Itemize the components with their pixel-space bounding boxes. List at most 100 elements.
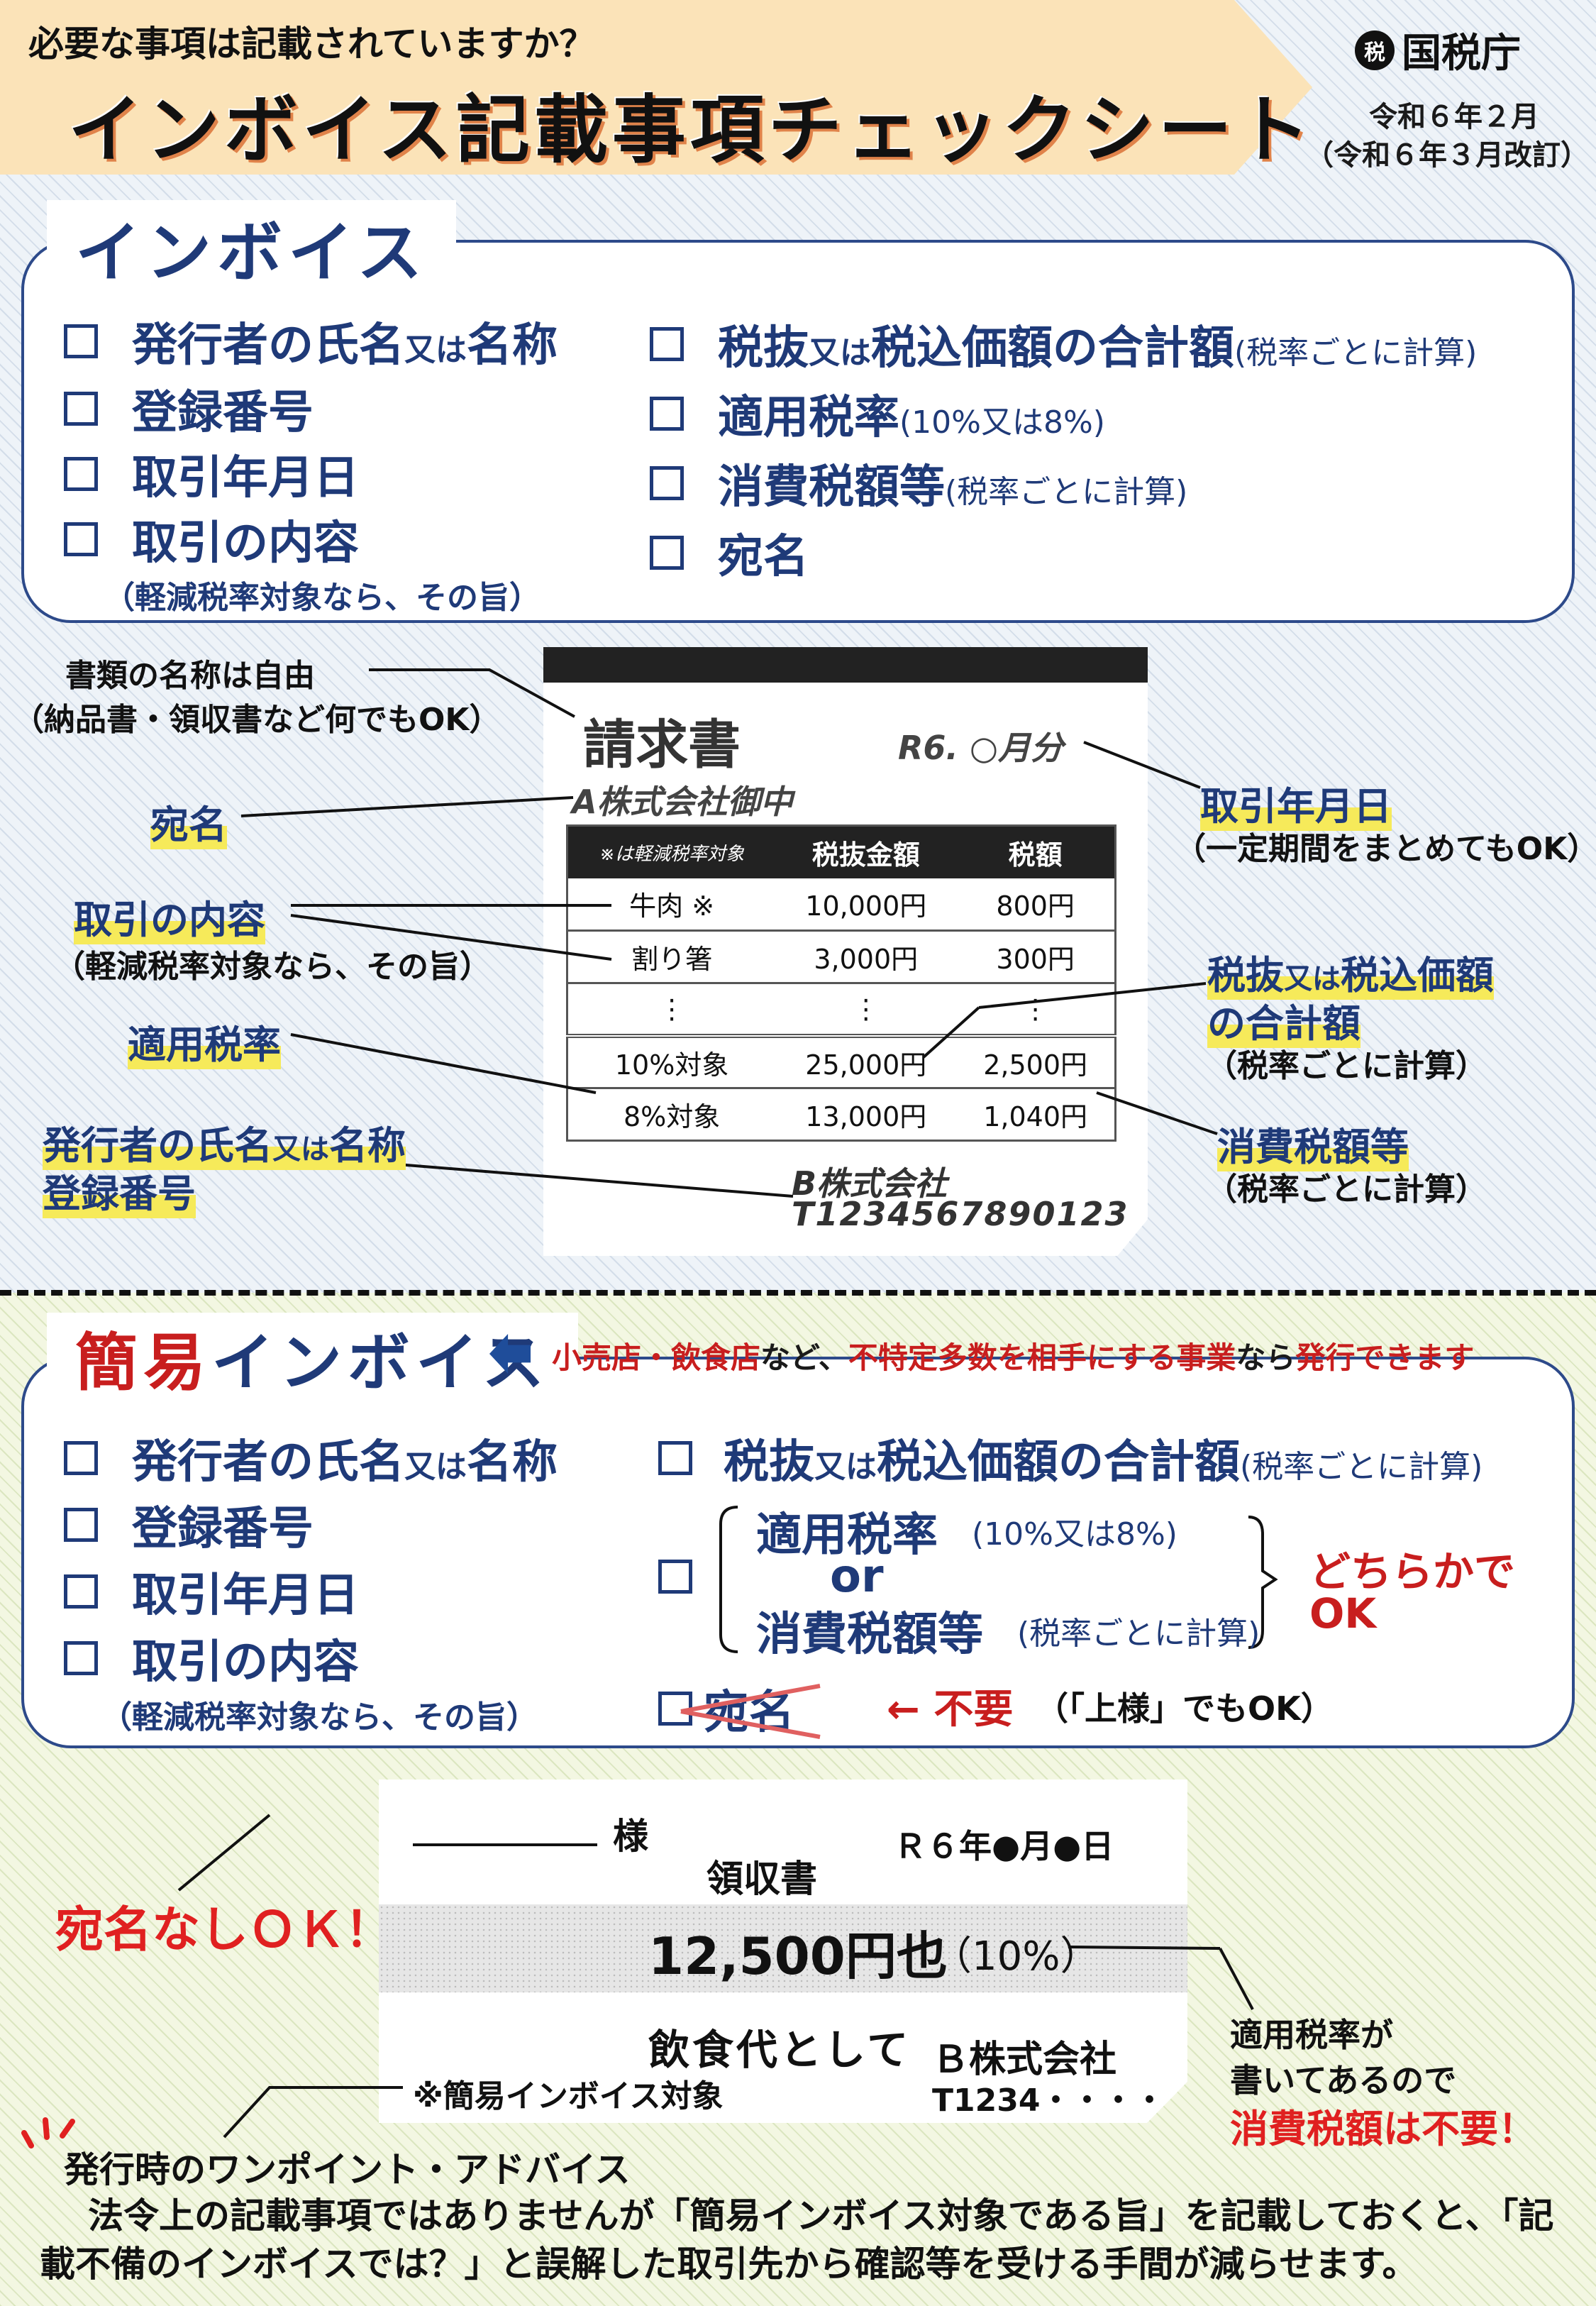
table-cell: 10%対象 <box>567 1035 776 1089</box>
unneeded-label: ← 不要 <box>887 1687 1014 1733</box>
invoice-table: ※は軽減税率対象 税抜金額 税額 牛肉 ※ 10,000円 800円 割り箸 3… <box>566 824 1116 1142</box>
simple-check-item-rate-or-tax[interactable] <box>658 1560 692 1596</box>
check-item-total[interactable]: 税抜又は税込価額の合計額(税率ごとに計算) <box>650 309 1477 379</box>
revision-date: （令和６年３月改訂） <box>1305 139 1589 172</box>
check-item-content[interactable]: 取引の内容 <box>64 1625 558 1692</box>
either-ok-line1: どちらかで <box>1309 1548 1516 1596</box>
checkbox-icon[interactable] <box>658 1560 692 1594</box>
invoice-checklist-panel <box>21 240 1575 623</box>
checkbox-icon[interactable] <box>64 392 98 426</box>
header-banner <box>0 0 1312 175</box>
agency-logo: 税 国税庁 <box>1355 21 1521 79</box>
receipt-issuer: Ｂ株式会社 <box>932 2039 1117 2081</box>
table-cell: 800円 <box>956 878 1116 932</box>
check-item-date[interactable]: 取引年月日 <box>64 1558 558 1625</box>
check-item-issuer[interactable]: 発行者の氏名又は名称 <box>64 307 558 376</box>
simple-tax-option: 消費税額等(税率ごとに計算) <box>756 1609 1260 1661</box>
header-question: 必要な事項は記載されていますか？ <box>28 23 595 65</box>
rate-written-line2: 書いてあるので <box>1230 2061 1457 2100</box>
unneeded-note: （「上様」でもOK） <box>1036 1689 1334 1728</box>
receipt-sama: 様 <box>613 1816 648 1857</box>
annotation-date: 取引年月日 <box>1200 775 1392 831</box>
checkbox-icon[interactable] <box>650 397 684 431</box>
checkbox-icon[interactable] <box>650 536 684 570</box>
receipt-regno: T1234・・・・・・ <box>932 2082 1228 2119</box>
issue-date: 令和６年２月 <box>1369 101 1539 133</box>
document-registration-number: T1234567890123 <box>792 1195 1129 1233</box>
check-item-addressee[interactable]: 宛名 <box>650 518 1477 587</box>
document-addressee: A株式会社御中 <box>572 783 793 821</box>
agency-emblem-icon: 税 <box>1355 30 1395 70</box>
check-item-regno[interactable]: 登録番号 <box>64 376 558 441</box>
table-cell: ⋮ <box>956 983 1116 1038</box>
document-title: 請求書 <box>583 715 741 776</box>
leader-rate <box>1068 1946 1221 1950</box>
annotation-total-note: （税率ごとに計算） <box>1206 1048 1487 1084</box>
check-item-regno[interactable]: 登録番号 <box>64 1491 558 1558</box>
checkbox-icon[interactable] <box>64 324 98 358</box>
checkbox-icon[interactable] <box>650 466 684 500</box>
table-cell: ⋮ <box>775 983 957 1038</box>
leader-date <box>1083 741 1201 789</box>
leader-no-addressee <box>177 1814 271 1892</box>
table-row: 8%対象 13,000円 1,040円 <box>567 1088 1116 1142</box>
annotation-tax: 消費税額等 <box>1217 1115 1409 1171</box>
emphasis-icon <box>21 2117 75 2148</box>
checkbox-icon[interactable] <box>658 1441 692 1475</box>
leader-rate-2 <box>1219 1948 1254 2010</box>
table-row: ⋮ ⋮ ⋮ <box>567 983 1116 1038</box>
annotation-doc-name: 書類の名称は自由 <box>65 658 315 694</box>
advice-title: 発行時のワンポイント・アドバイス <box>64 2149 631 2190</box>
check-item-tax[interactable]: 消費税額等(税率ごとに計算) <box>650 448 1477 518</box>
table-row: 割り箸 3,000円 300円 <box>567 930 1116 984</box>
checkbox-icon[interactable] <box>64 1508 98 1542</box>
check-item-rate[interactable]: 適用税率(10%又は8%) <box>650 379 1477 448</box>
amount-band <box>379 1904 1187 1992</box>
leader-doc-name <box>369 668 575 718</box>
either-ok-line2: OK <box>1309 1589 1377 1638</box>
simple-invoice-note: 小売店・飲食店など、不特定多数を相手にする事業なら発行できます <box>552 1340 1475 1375</box>
annotation-issuer: 発行者の氏名又は名称 <box>43 1114 406 1170</box>
table-row: 10%対象 25,000円 2,500円 <box>567 1035 1116 1089</box>
receipt-rate: （10%） <box>932 1933 1100 1980</box>
annotation-doc-name-note: （納品書・領収書など何でもOK） <box>13 702 501 738</box>
checkbox-icon[interactable] <box>64 457 98 491</box>
check-item-content[interactable]: 取引の内容 <box>64 507 558 572</box>
tax-unneeded-callout: 消費税額は不要！ <box>1230 2107 1536 2151</box>
annotation-content-note: （軽減税率対象なら、その旨） <box>54 949 491 985</box>
brackets <box>719 1506 1278 1653</box>
document-top-bar <box>543 647 1148 683</box>
rate-written-line1: 適用税率が <box>1230 2016 1393 2054</box>
no-addressee-ok-callout: 宛名なしＯＫ！ <box>55 1902 394 1958</box>
leader-total-1 <box>978 982 1207 1009</box>
invoice-sample-document: 請求書 R6. ○月分 A株式会社御中 ※は軽減税率対象 税抜金額 税額 牛肉 … <box>543 647 1148 1256</box>
checkbox-icon[interactable] <box>64 522 98 556</box>
page-title: インボイス記載事項チェックシート <box>68 87 1314 173</box>
invoice-section-title: インボイス <box>47 200 457 294</box>
table-cell: 13,000円 <box>775 1088 957 1142</box>
annotation-total-2: の合計額 <box>1207 992 1361 1048</box>
annotation-addressee: 宛名 <box>150 793 227 849</box>
simple-checklist-left: 発行者の氏名又は名称 登録番号 取引年月日 取引の内容 （軽減税率対象なら、その… <box>64 1425 558 1737</box>
receipt-date: Ｒ６年●月●日 <box>894 1827 1114 1865</box>
table-cell: 3,000円 <box>775 930 957 984</box>
table-cell: 25,000円 <box>775 1035 957 1089</box>
checkbox-icon[interactable] <box>64 1574 98 1609</box>
section-divider <box>0 1290 1596 1296</box>
simple-check-item-total[interactable]: 税抜又は税込価額の合計額(税率ごとに計算) <box>658 1426 1483 1490</box>
checkbox-icon[interactable] <box>64 1441 98 1475</box>
annotation-tax-note: （税率ごとに計算） <box>1206 1171 1487 1208</box>
addressee-blank-line <box>413 1843 597 1846</box>
checkbox-icon[interactable] <box>650 327 684 361</box>
check-item-issuer[interactable]: 発行者の氏名又は名称 <box>64 1425 558 1491</box>
content-note: （軽減税率対象なら、その旨） <box>104 580 541 616</box>
table-header-row: ※は軽減税率対象 税抜金額 税額 <box>567 825 1116 878</box>
simple-invoice-checklist-panel <box>21 1357 1575 1748</box>
annotation-total: 税抜又は税込価額 <box>1207 944 1494 1000</box>
checkbox-icon[interactable] <box>64 1641 98 1675</box>
invoice-checklist-right: 税抜又は税込価額の合計額(税率ごとに計算) 適用税率(10%又は8%) 消費税額… <box>650 309 1477 587</box>
agency-name: 国税庁 <box>1402 31 1521 77</box>
check-item-date[interactable]: 取引年月日 <box>64 441 558 507</box>
advice-body: 法令上の記載事項ではありませんが「簡易インボイス対象である旨」を記載しておくと、… <box>40 2195 1554 2285</box>
table-cell: ⋮ <box>567 983 776 1038</box>
